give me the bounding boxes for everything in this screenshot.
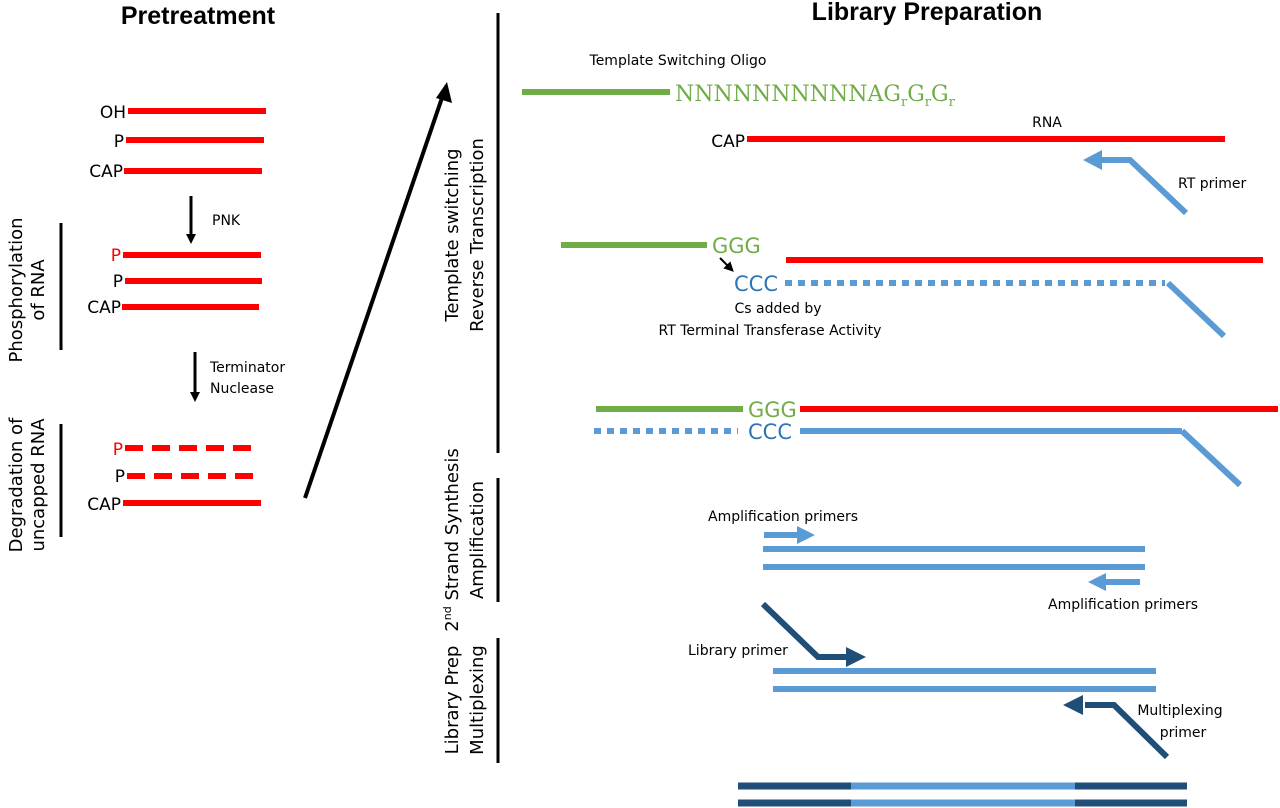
degradation-label-line1: Degradation of [6, 417, 27, 552]
rt-label-line2: Reverse Transcription [467, 138, 488, 332]
end-label-cap: CAP [87, 298, 121, 318]
transition-arrow-shaft [303, 91, 446, 499]
complement-arrow-icon [719, 257, 734, 272]
initial-rna-group: OH P CAP [89, 103, 266, 182]
nuclease-label-line2: Nuclease [210, 381, 274, 397]
library-primer-label: Library primer [688, 643, 788, 659]
mux-primer-label-line1: Multiplexing [1137, 703, 1222, 719]
cdna-tail-step3 [1179, 428, 1243, 488]
end-label-oh: OH [100, 103, 126, 123]
amp-primer-reverse-arrowhead-icon [1088, 573, 1106, 591]
rt-label-line1: Template switching [442, 148, 463, 322]
phosphorylation-label-line2: of RNA [28, 259, 49, 321]
ccc-label: CCC [734, 272, 778, 296]
ggg-label-step3: GGG [748, 398, 797, 422]
cs-added-line1: Cs added by [735, 301, 822, 317]
rna-label: RNA [1032, 115, 1062, 131]
rt-primer-tail-step2 [1165, 280, 1227, 339]
transition-arrow-icon [436, 82, 452, 103]
amp-label-line1: 2nd Strand Synthesis [441, 448, 463, 631]
library-primer-strand [760, 601, 847, 660]
pretreatment-title: Pretreatment [121, 2, 276, 30]
cs-added-line2: RT Terminal Transferase Activity [659, 323, 882, 339]
rt-primer-strand [1100, 157, 1189, 216]
end-label-cap: CAP [89, 162, 123, 182]
nuclease-label-line1: Terminator [209, 360, 285, 376]
library-primer-arrowhead-icon [846, 647, 866, 667]
rt-primer-label: RT primer [1178, 176, 1246, 192]
end-label-p: P [113, 272, 123, 292]
degradation-label-line2: uncapped RNA [28, 418, 49, 552]
end-label-p: P [114, 132, 124, 152]
final-library-product [738, 782, 1187, 807]
amp-primer-forward-arrowhead-icon [797, 526, 815, 544]
mux-label-line2: Multiplexing [467, 645, 488, 755]
end-label-p-red: P [113, 440, 123, 460]
cap-label: CAP [711, 132, 745, 152]
ggg-label: GGG [712, 234, 761, 258]
phosphorylation-label-line1: Phosphorylation [6, 217, 27, 362]
amp-primers-top-label: Amplification primers [708, 509, 858, 525]
library-preparation-title: Library Preparation [812, 0, 1043, 26]
mux-primer-label-line2: primer [1160, 725, 1207, 741]
end-label-p: P [115, 467, 125, 487]
mux-label-line1: Library Prep [442, 646, 463, 755]
degraded-rna-group: P P CAP [87, 440, 261, 515]
end-label-p-red: P [111, 246, 121, 266]
mux-primer-strand [1085, 702, 1170, 760]
amp-primers-bottom-label: Amplification primers [1048, 597, 1198, 613]
rt-primer-arrowhead-icon [1083, 150, 1102, 170]
tso-label: Template Switching Oligo [589, 53, 767, 69]
pnk-label: PNK [212, 213, 241, 229]
ccc-label-step3: CCC [748, 420, 792, 444]
tso-sequence: NNNNNNNNNNAGrGrGr [675, 82, 956, 110]
phosphorylated-rna-group: P P CAP [87, 246, 262, 318]
mux-primer-arrowhead-icon [1063, 695, 1083, 715]
amp-label-line2: Amplification [467, 481, 488, 599]
end-label-cap: CAP [87, 495, 121, 515]
